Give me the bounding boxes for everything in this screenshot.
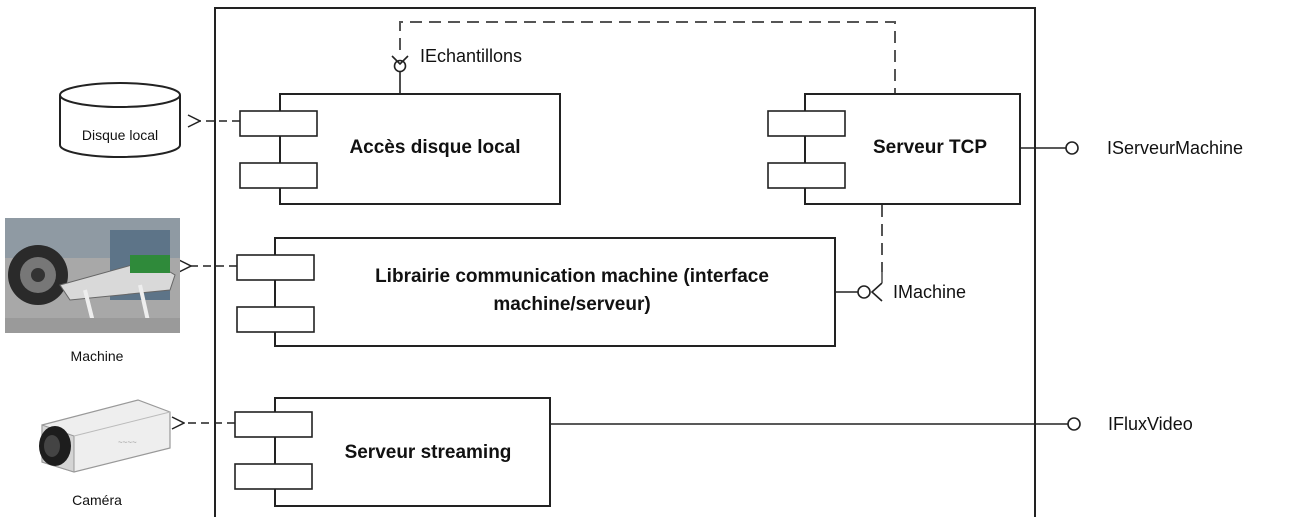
machine-photo <box>5 218 180 333</box>
camera-icon: ~~~~ <box>39 399 171 473</box>
interface-machine-label: IMachine <box>893 282 966 302</box>
component-machine-library-label-line1: Librairie communication machine (interfa… <box>375 266 769 287</box>
external-disk: Disque local <box>59 82 181 158</box>
component-disk-access[interactable]: Accès disque local <box>239 93 561 205</box>
interface-serveur-machine: IServeurMachine <box>1020 138 1243 158</box>
interface-flux-video-label: IFluxVideo <box>1108 414 1193 434</box>
interface-echantillons-label: IEchantillons <box>420 46 522 66</box>
interface-serveur-machine-label: IServeurMachine <box>1107 138 1243 158</box>
component-tcp-server[interactable]: Serveur TCP <box>767 93 1021 205</box>
component-machine-library-label-line2: machine/serveur) <box>493 294 650 315</box>
component-tcp-server-label: Serveur TCP <box>873 137 987 158</box>
external-disk-label: Disque local <box>82 127 158 143</box>
dependency-echantillons <box>399 21 896 94</box>
interface-machine: IMachine <box>835 272 966 302</box>
external-camera-label: Caméra <box>72 492 122 508</box>
interface-echantillons: IEchantillons <box>391 46 522 94</box>
component-machine-library[interactable]: Librairie communication machine (interfa… <box>236 237 836 347</box>
system-boundary <box>214 7 1036 517</box>
interface-flux-video: IFluxVideo <box>550 414 1193 434</box>
component-disk-access-label: Accès disque local <box>349 137 520 158</box>
component-streaming-server[interactable]: Serveur streaming <box>234 397 551 507</box>
external-machine-label: Machine <box>71 348 124 364</box>
component-streaming-server-label: Serveur streaming <box>345 442 512 463</box>
svg-text:~~~~: ~~~~ <box>118 438 137 447</box>
